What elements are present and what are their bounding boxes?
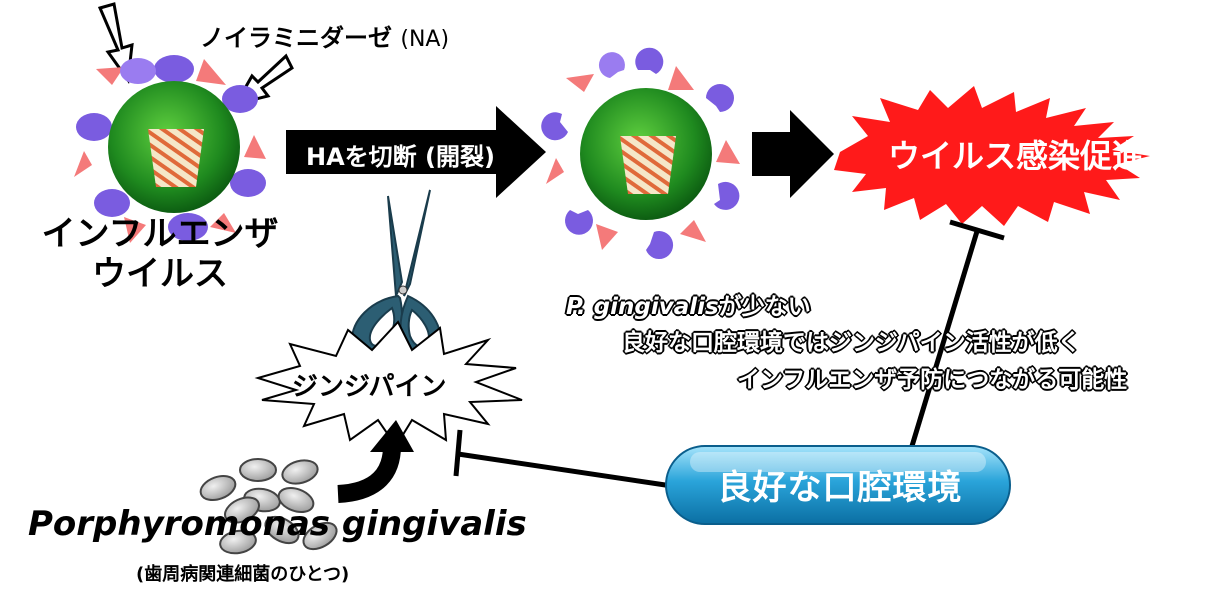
neuraminidase-abbr: (NA) [400, 27, 450, 52]
inhibition-line-promotion [909, 219, 1005, 447]
note-line1-rest: が少ない [718, 294, 811, 320]
gingipain-starburst [254, 320, 523, 448]
neuraminidase-label: ノイラミニダーゼ (NA) [200, 18, 449, 53]
promotion-starburst [834, 86, 1150, 226]
oral-environment-label: 良好な口腔環境 [717, 468, 963, 508]
virus-genome-cleaved [620, 136, 676, 194]
influenza-virus-intact [74, 55, 266, 243]
oral-environment-badge [665, 445, 1011, 525]
virus-spikes [74, 55, 266, 243]
note-line3: インフルエンザ予防につながる可能性 [737, 367, 1128, 393]
promotion-label: ウイルス感染促進 [887, 137, 1144, 175]
virus-name-line1: インフルエンザ [41, 214, 279, 254]
bacteria-icon [199, 458, 338, 555]
promotion-arrow [752, 110, 834, 198]
pg-name-label: Porphyromonas gingivalis [28, 504, 527, 544]
neuraminidase-text: ノイラミニダーゼ [200, 24, 392, 52]
virus-name-line2: ウイルス [92, 254, 228, 294]
production-arrow [337, 420, 414, 503]
cleave-arrow [286, 106, 546, 198]
gingipain-label: ジンジパイン [292, 372, 447, 402]
virus-name-label: インフルエンザ ウイルス [40, 214, 280, 294]
pg-desc-label: (歯周病関連細菌のひとつ) [136, 564, 350, 585]
virus-genome [148, 129, 204, 187]
note-line2: 良好な口腔環境ではジンジパイン活性が低く [622, 330, 1081, 356]
influenza-virus-cleaved [541, 47, 740, 260]
note-species: P. gingivalis [566, 294, 719, 320]
note-line1: P. gingivalisが少ない [566, 287, 811, 321]
cleave-label: HAを切断 (開裂) [306, 143, 495, 171]
inhibition-line-gingipain [453, 429, 673, 489]
virus-spikes-cleaved [541, 47, 740, 260]
